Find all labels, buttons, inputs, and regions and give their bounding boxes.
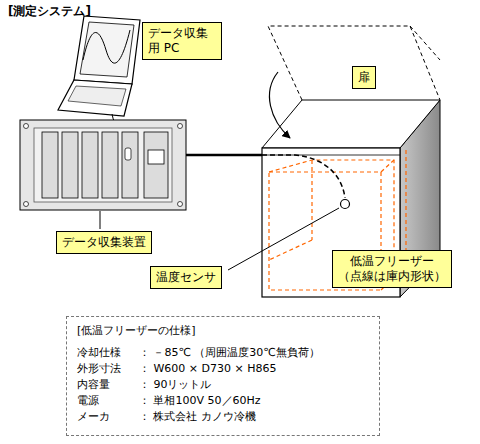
- label-box: 扉: [352, 66, 376, 89]
- label-box: 温度センサ: [150, 266, 222, 289]
- open-lid: [268, 26, 440, 100]
- spec-key: 冷却仕様: [77, 345, 139, 361]
- label-text: 温度センサ: [156, 270, 216, 285]
- label-text: データ収集用 PC: [148, 26, 216, 56]
- title: [測定システム]: [8, 3, 91, 20]
- spec-value: ： 株式会社 カノウ冷機: [139, 409, 369, 425]
- spec-box: [低温フリーザーの仕様]冷却仕様： －85℃ （周囲温度30℃無負荷）外形寸法：…: [66, 316, 380, 436]
- spec-table: 冷却仕様： －85℃ （周囲温度30℃無負荷）外形寸法： W600 × D730…: [77, 345, 369, 425]
- label-text: 低温フリーザー: [338, 254, 446, 269]
- data-logger: [20, 120, 186, 210]
- leader-line: [228, 208, 339, 270]
- spec-key: メーカ: [77, 409, 139, 425]
- lid-arrow: [269, 72, 290, 138]
- temperature-sensor: [341, 200, 350, 209]
- spec-heading: [低温フリーザーの仕様]: [77, 323, 369, 339]
- sensor-cable-inside: [262, 155, 345, 198]
- leader-line: [100, 211, 101, 229]
- label-box: データ収集用 PC: [142, 22, 222, 60]
- spec-key: 内容量: [77, 377, 139, 393]
- spec-value: ： －85℃ （周囲温度30℃無負荷）: [139, 345, 369, 361]
- spec-key: 電源: [77, 393, 139, 409]
- laptop: [58, 16, 140, 116]
- spec-value: ： W600 × D730 × H865: [139, 361, 369, 377]
- label-text: 扉: [358, 70, 370, 85]
- sensor-cable: [186, 154, 262, 157]
- label-box: 低温フリーザー（点線は庫内形状）: [332, 250, 452, 288]
- label-box: データ収集装置: [56, 231, 152, 254]
- label-text: （点線は庫内形状）: [338, 269, 446, 284]
- spec-value: ： 90リットル: [139, 377, 369, 393]
- spec-value: ： 単相100V 50／60Hz: [139, 393, 369, 409]
- spec-key: 外形寸法: [77, 361, 139, 377]
- label-text: データ収集装置: [62, 235, 146, 250]
